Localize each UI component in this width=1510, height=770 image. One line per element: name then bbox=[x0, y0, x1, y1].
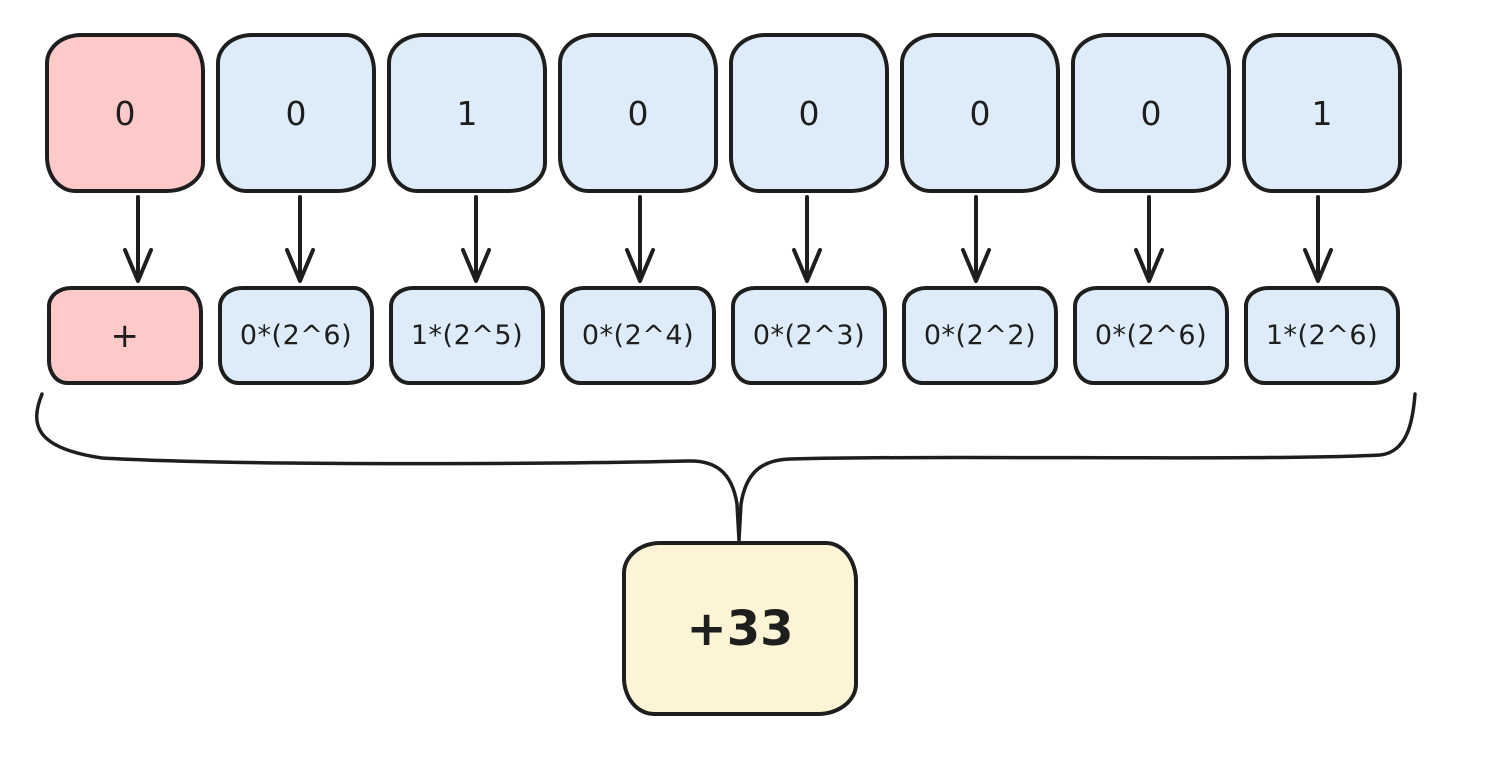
bit-box-0: 1 bbox=[1242, 33, 1402, 193]
bit-label: 0 bbox=[285, 93, 307, 133]
bit-label: 1 bbox=[1311, 93, 1333, 133]
bit-label: 0 bbox=[1140, 93, 1162, 133]
term-box-4: 0*(2^4) bbox=[560, 286, 716, 385]
bit-box-1: 0 bbox=[1071, 33, 1231, 193]
down-arrow-icon bbox=[961, 195, 991, 283]
sign-term-box: + bbox=[47, 286, 203, 385]
bit-label: 0 bbox=[798, 93, 820, 133]
sign-bit-box: 0 bbox=[45, 33, 205, 193]
down-arrow-icon bbox=[1303, 195, 1333, 283]
down-arrow-icon bbox=[285, 195, 315, 283]
term-box-6: 0*(2^6) bbox=[218, 286, 374, 385]
bit-label: 1 bbox=[456, 93, 478, 133]
down-arrow-icon bbox=[792, 195, 822, 283]
bit-box-4: 0 bbox=[558, 33, 718, 193]
term-label: 0*(2^6) bbox=[1094, 320, 1208, 351]
result-box: +33 bbox=[622, 541, 858, 716]
term-label: 0*(2^6) bbox=[239, 320, 353, 351]
term-box-2: 0*(2^2) bbox=[902, 286, 1058, 385]
curly-brace bbox=[35, 392, 1417, 542]
term-label: 0*(2^4) bbox=[581, 320, 695, 351]
term-label: + bbox=[110, 315, 140, 356]
term-box-3: 0*(2^3) bbox=[731, 286, 887, 385]
term-label: 0*(2^2) bbox=[923, 320, 1037, 351]
term-label: 0*(2^3) bbox=[752, 320, 866, 351]
down-arrow-icon bbox=[1134, 195, 1164, 283]
bit-box-2: 0 bbox=[900, 33, 1060, 193]
bit-box-3: 0 bbox=[729, 33, 889, 193]
bit-box-6: 0 bbox=[216, 33, 376, 193]
bit-box-5: 1 bbox=[387, 33, 547, 193]
down-arrow-icon bbox=[123, 195, 153, 283]
term-label: 1*(2^6) bbox=[1265, 320, 1379, 351]
term-box-1: 0*(2^6) bbox=[1073, 286, 1229, 385]
bit-label: 0 bbox=[114, 93, 136, 133]
term-box-5: 1*(2^5) bbox=[389, 286, 545, 385]
down-arrow-icon bbox=[461, 195, 491, 283]
bit-label: 0 bbox=[969, 93, 991, 133]
bit-label: 0 bbox=[627, 93, 649, 133]
term-label: 1*(2^5) bbox=[410, 320, 524, 351]
down-arrow-icon bbox=[625, 195, 655, 283]
term-box-0: 1*(2^6) bbox=[1244, 286, 1400, 385]
result-label: +33 bbox=[686, 600, 794, 657]
